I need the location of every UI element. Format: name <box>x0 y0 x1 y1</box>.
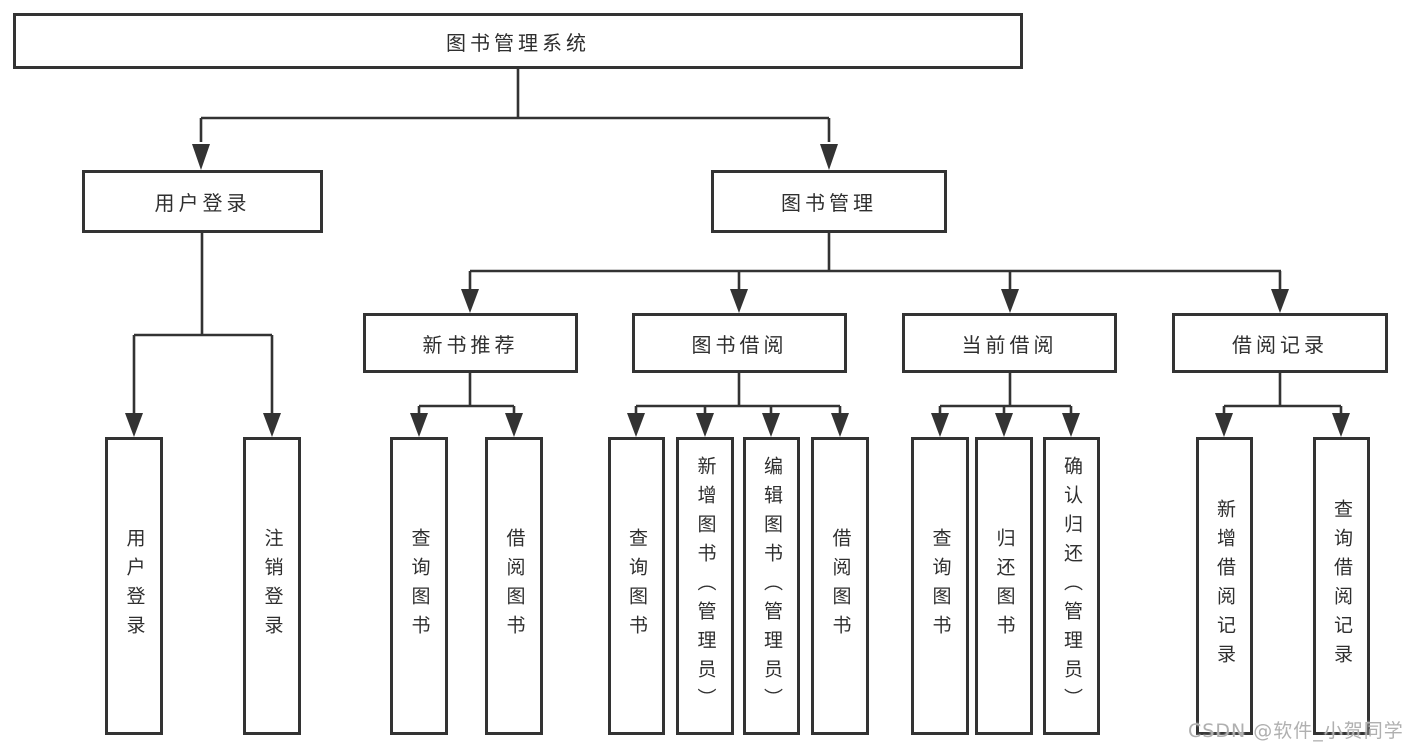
node-user-login-label: 用户登录 <box>154 191 251 215</box>
leaf-records-add-record: 新增借阅记录 <box>1196 437 1253 735</box>
leaf-borrow-edit-books-admin: 编辑图书（管理员） <box>743 437 800 735</box>
csdn-watermark: CSDN @软件_小贺同学 <box>1188 720 1404 742</box>
leaf-borrow-add-books-admin-label: 新增图书（管理员） <box>694 455 717 717</box>
node-root: 图书管理系统 <box>13 13 1023 69</box>
node-book-borrow: 图书借阅 <box>632 313 847 373</box>
leaf-logout-label: 注销登录 <box>261 528 284 644</box>
leaf-user-login-label: 用户登录 <box>123 528 146 644</box>
node-book-borrow-label: 图书借阅 <box>691 332 788 357</box>
leaf-newbook-borrow-books-label: 借阅图书 <box>503 528 526 644</box>
leaf-current-return-books-label: 归还图书 <box>993 528 1016 644</box>
leaf-borrow-query-books: 查询图书 <box>608 437 665 735</box>
node-book-management-label: 图书管理 <box>781 191 877 215</box>
leaf-newbook-borrow-books: 借阅图书 <box>485 437 543 735</box>
node-new-book-recommend: 新书推荐 <box>363 313 578 373</box>
leaf-current-return-books: 归还图书 <box>975 437 1033 735</box>
node-book-management: 图书管理 <box>711 170 947 233</box>
node-user-login: 用户登录 <box>82 170 323 233</box>
leaf-borrow-edit-books-admin-label: 编辑图书（管理员） <box>761 455 783 717</box>
node-borrow-records-label: 借阅记录 <box>1232 332 1328 357</box>
node-root-label: 图书管理系统 <box>446 30 590 55</box>
node-new-book-recommend-label: 新书推荐 <box>422 332 519 357</box>
leaf-newbook-query-books: 查询图书 <box>390 437 448 735</box>
leaf-records-query-record-label: 查询借阅记录 <box>1331 499 1353 673</box>
leaf-borrow-borrow-books-label: 借阅图书 <box>829 528 852 644</box>
leaf-records-add-record-label: 新增借阅记录 <box>1214 499 1236 673</box>
leaf-newbook-query-books-label: 查询图书 <box>408 528 431 644</box>
leaf-logout: 注销登录 <box>243 437 301 735</box>
leaf-borrow-query-books-label: 查询图书 <box>626 528 648 644</box>
leaf-current-query-books-label: 查询图书 <box>929 528 952 644</box>
leaf-current-confirm-return-admin-label: 确认归还（管理员） <box>1061 455 1083 717</box>
node-borrow-records: 借阅记录 <box>1172 313 1388 373</box>
leaf-borrow-add-books-admin: 新增图书（管理员） <box>676 437 734 735</box>
leaf-user-login: 用户登录 <box>105 437 163 735</box>
leaf-borrow-borrow-books: 借阅图书 <box>811 437 869 735</box>
leaf-records-query-record: 查询借阅记录 <box>1313 437 1370 735</box>
leaf-current-confirm-return-admin: 确认归还（管理员） <box>1043 437 1100 735</box>
node-current-borrow-label: 当前借阅 <box>961 332 1058 357</box>
node-current-borrow: 当前借阅 <box>902 313 1117 373</box>
leaf-current-query-books: 查询图书 <box>911 437 969 735</box>
